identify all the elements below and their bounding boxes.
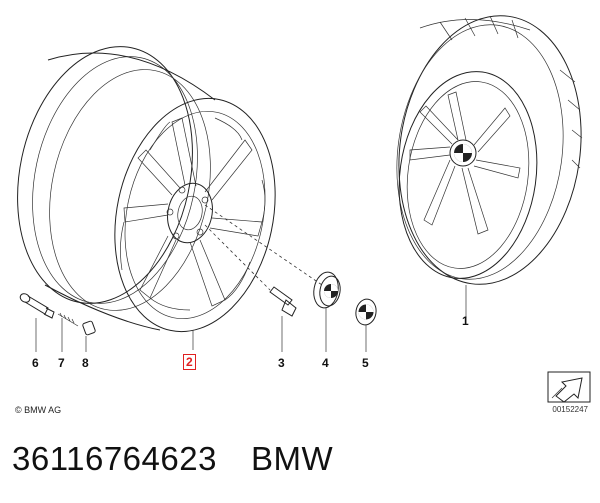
brand-name: BMW (250, 440, 334, 477)
callout-4: 4 (322, 356, 329, 370)
part-caption: 36116764623 BMW (12, 440, 367, 478)
callout-8: 8 (82, 356, 89, 370)
complete-wheel-with-tyre (396, 15, 583, 285)
callout-7: 7 (58, 356, 65, 370)
callout-5: 5 (362, 356, 369, 370)
part-number: 36116764623 (12, 440, 217, 477)
exploded-parts-diagram (17, 15, 591, 403)
callout-2-highlighted: 2 (183, 354, 196, 370)
callout-1: 1 (462, 314, 469, 328)
copyright-notice: © BMW AG (15, 405, 62, 415)
callout-3: 3 (278, 356, 285, 370)
arrow-navigation-icon (547, 371, 591, 403)
bmw-emblem (355, 298, 377, 326)
light-alloy-rim (17, 46, 276, 333)
valve-core (57, 312, 79, 327)
valve-cap (82, 320, 96, 336)
wheel-bolt (269, 286, 297, 317)
tyre-valve (19, 293, 55, 319)
callout-6: 6 (32, 356, 39, 370)
drawing-number: 00152247 (552, 405, 588, 414)
hub-cap (313, 271, 341, 309)
